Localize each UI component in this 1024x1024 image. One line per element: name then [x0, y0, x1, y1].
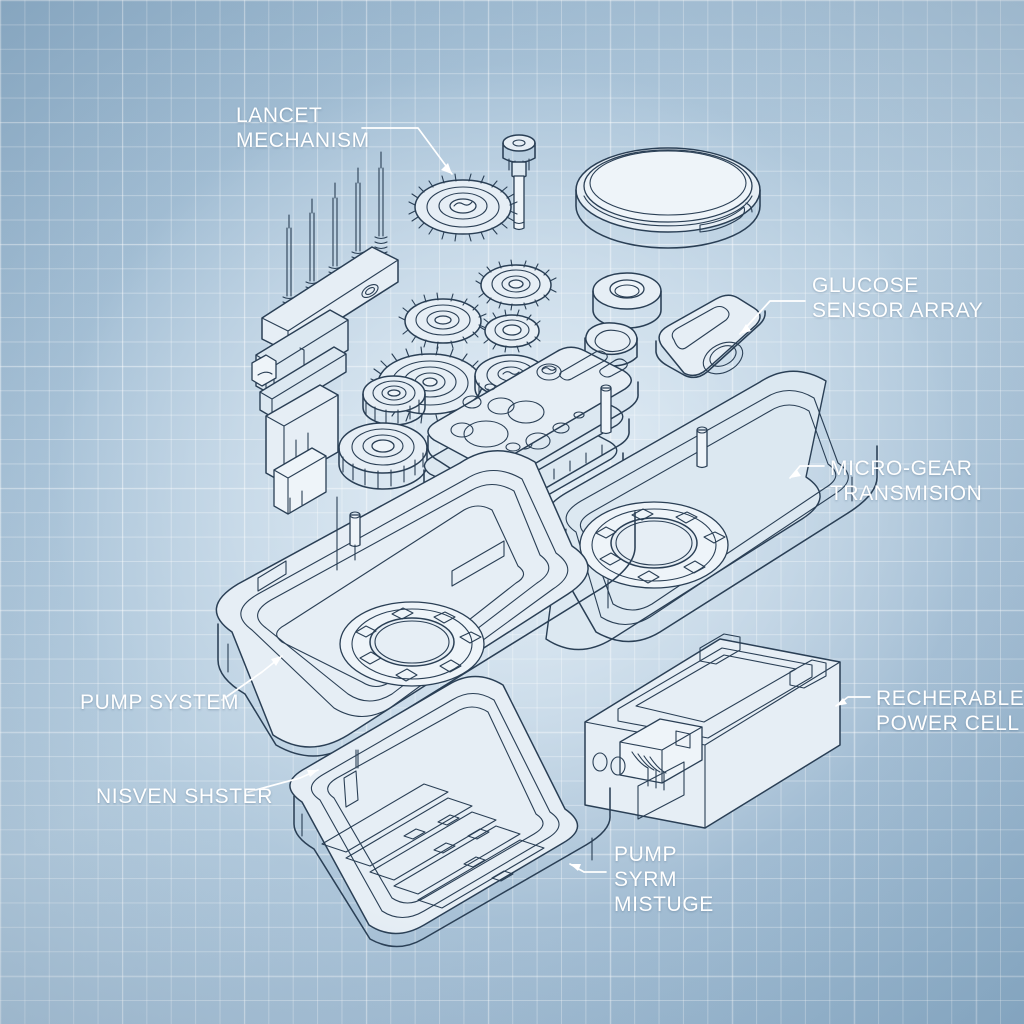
leader-syringe [569, 863, 607, 873]
part-drive-pin [502, 134, 536, 231]
callout-micro-gear-transmission: MICRO-GEAR TRANSMISION [830, 457, 983, 505]
leader-glucose [739, 300, 806, 335]
callout-lancet-mechanism: LANCET MECHANISM [236, 104, 370, 152]
callout-rechargeable-power-cell: RECHERABLE POWER CELL [876, 687, 1024, 735]
part-lancet-mechanism [251, 151, 399, 515]
part-gasket-ring [575, 147, 761, 249]
leader-lines [221, 127, 871, 873]
leader-nisven [247, 769, 319, 793]
part-pump-housing [215, 450, 636, 757]
leader-microgear [789, 465, 825, 479]
leader-pump [221, 655, 283, 701]
part-gear-cluster [338, 173, 595, 490]
part-base-tray [289, 675, 611, 948]
leader-lancet [361, 127, 453, 175]
leader-power [835, 696, 871, 707]
callout-pump-syringe: PUMP SYRM MISTUGE [614, 843, 714, 916]
part-glucose-sensor-plate [655, 294, 766, 379]
callout-glucose-sensor-array: GLUCOSE SENSOR ARRAY [812, 274, 984, 322]
part-power-cell [584, 633, 841, 829]
part-bushing-round [592, 272, 662, 329]
callout-pump-system: PUMP SYSTEM [80, 691, 240, 714]
callout-nisven-shster: NISVEN SHSTER [96, 785, 273, 808]
